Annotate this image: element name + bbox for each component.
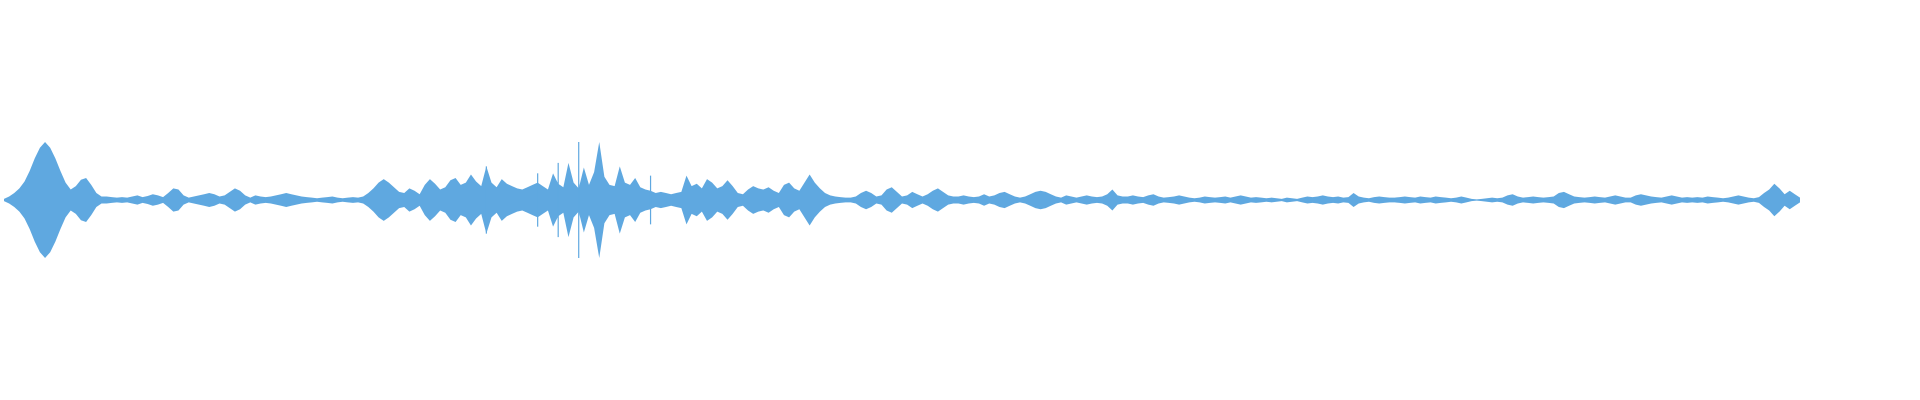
audio-waveform [4, 142, 1800, 258]
waveform-container [4, 142, 1800, 258]
